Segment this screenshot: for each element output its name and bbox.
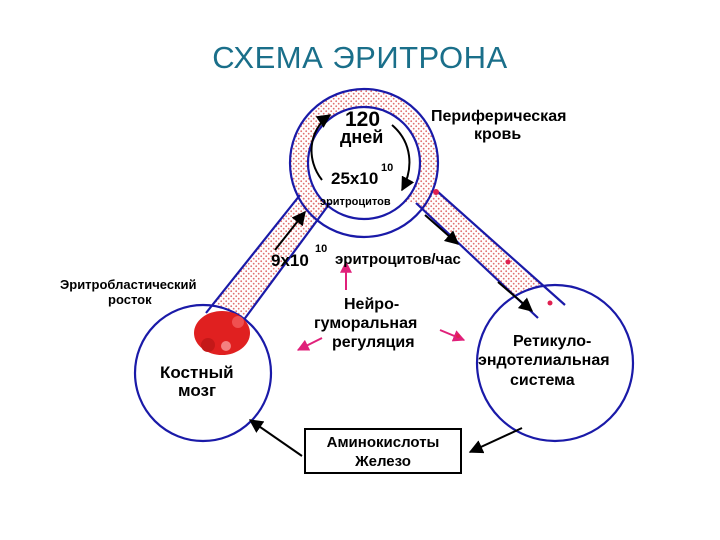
neuro-arrow-right (439, 329, 466, 342)
neuro-label-2: гуморальная (314, 315, 417, 332)
res-label-1: Ретикуло- (513, 333, 591, 350)
res-circle (475, 283, 635, 443)
top-circle-inner (308, 107, 420, 219)
amino-label-2: Железо (354, 453, 411, 470)
top-circle-outline (288, 87, 440, 239)
black-arrows (248, 114, 534, 457)
rate-unit: эритроцитов/час (335, 251, 461, 268)
amino-label-1: Аминокислоты (327, 434, 440, 451)
rate-base: 9х10 (271, 251, 309, 270)
center-triangle-fill (240, 203, 538, 325)
res-label-2: эндотелиальная (478, 352, 610, 369)
right-channel-outer (437, 191, 566, 306)
left-channel (206, 195, 330, 325)
cycle-arrow-right (391, 124, 415, 192)
amino-box (304, 428, 462, 474)
count-base: 25х10 (331, 169, 378, 188)
left-channel-inner (239, 202, 331, 326)
erythroblast-blob (194, 311, 250, 355)
pink-dots (433, 189, 553, 338)
neuro-label-3: регуляция (332, 334, 415, 351)
erythroblast-label-2: росток (108, 292, 152, 307)
arrow-to-blood (274, 210, 306, 251)
marrow-label-2: мозг (178, 381, 216, 400)
neuro-label-1: Нейро- (344, 296, 399, 313)
res-label-3: система (510, 372, 575, 389)
days-number: 120 (345, 108, 380, 131)
top-circle-inner-outline (306, 105, 422, 221)
arrow-blood-right-2 (497, 281, 534, 312)
left-channel-outer (205, 194, 301, 314)
rate-exponent: 10 (315, 243, 327, 255)
slide-title: СХЕМА ЭРИТРОНА (212, 40, 508, 75)
erythroblast-label-1: Эритробластический (60, 277, 197, 292)
arrow-res-to-amino (468, 427, 523, 454)
peripheral-label-1: Периферическая (431, 108, 566, 125)
peripheral-label-2: кровь (474, 126, 521, 143)
count-unit: эритроцитов (320, 196, 391, 208)
marrow-label-1: Костный (160, 363, 234, 382)
arrow-amino-to-marrow (248, 419, 303, 457)
right-channel (416, 192, 565, 318)
days-word: дней (340, 127, 383, 147)
magenta-arrows (296, 260, 466, 351)
cycle-arrow-left (310, 114, 332, 181)
neuro-arrow-left (296, 337, 323, 351)
arrow-blood-right-1 (424, 214, 460, 245)
count-exponent: 10 (381, 162, 393, 174)
